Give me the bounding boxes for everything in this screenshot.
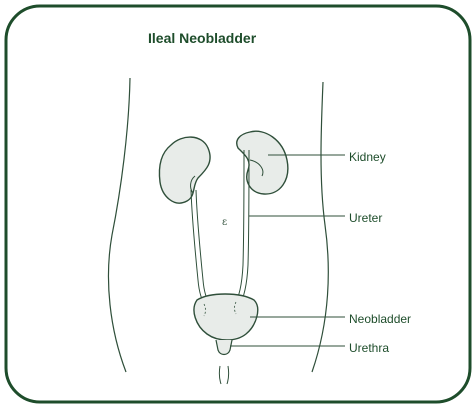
diagram-title: Ileal Neobladder — [148, 30, 256, 46]
urethra-label: Urethra — [349, 341, 389, 355]
ureter-label: Ureter — [349, 211, 382, 225]
kidney-label: Kidney — [349, 150, 386, 164]
neobladder-label: Neobladder — [349, 312, 411, 326]
diagram-border — [6, 6, 470, 402]
navel-mark: ε — [222, 217, 227, 228]
